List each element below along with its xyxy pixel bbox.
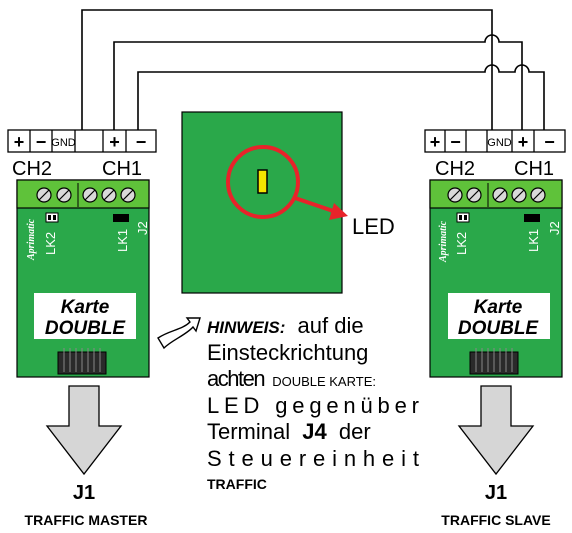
left-ch2-label: CH2 xyxy=(12,158,52,180)
right-card-title-1: Karte xyxy=(474,297,523,318)
right-terminal-plus-ch1: + xyxy=(518,132,529,152)
right-screw-terminals xyxy=(447,187,546,203)
left-terminal-minus-ch1: − xyxy=(136,132,147,152)
right-j1-label: J1 xyxy=(485,482,507,504)
right-card-title-2: DOUBLE xyxy=(458,318,540,339)
pointer-hand-icon xyxy=(157,317,201,350)
left-lk1-label: LK1 xyxy=(115,229,130,252)
wire-ch1-plus xyxy=(113,34,523,130)
left-card-assembly: + − GND + − CH2 CH1 Aprimatic LK2 LK1 xyxy=(7,129,157,378)
right-card-pcb xyxy=(429,179,563,378)
right-down-arrow-icon xyxy=(457,385,535,476)
left-card-title-1: Karte xyxy=(61,297,110,318)
left-j2-label: J2 xyxy=(135,221,150,235)
left-unit-label: TRAFFIC MASTER xyxy=(25,512,148,528)
note-line-7: TRAFFIC xyxy=(207,476,267,492)
right-card-assembly: + − GND + − CH2 CH1 Aprimatic LK2 LK1 J2 xyxy=(424,129,566,378)
left-lk2-label: LK2 xyxy=(43,232,58,255)
left-jumper-lk2 xyxy=(45,212,59,223)
wiring xyxy=(81,9,545,130)
right-terminal-plus-ch2: + xyxy=(430,132,441,152)
note-line-5: Terminal J4 der xyxy=(207,419,371,444)
center-card-pcb xyxy=(181,111,343,294)
right-jumper-lk2 xyxy=(456,212,470,223)
led-icon xyxy=(257,169,268,194)
right-terminal-minus-ch1: − xyxy=(544,132,555,152)
right-terminal-strip: + − GND + − xyxy=(424,129,566,153)
left-card-label-box xyxy=(34,293,136,339)
right-edge-connector xyxy=(469,348,519,375)
left-ch1-label: CH1 xyxy=(102,158,142,180)
right-terminal-gnd: GND xyxy=(487,137,512,149)
center-card-detail: LED xyxy=(181,111,395,294)
left-output-arrow: J1 TRAFFIC MASTER xyxy=(25,385,148,528)
note-line-3: achten DOUBLE KARTE: xyxy=(207,366,376,391)
note-line-4: LED gegenüber xyxy=(207,393,419,418)
right-output-arrow: J1 TRAFFIC SLAVE xyxy=(441,385,551,528)
left-card-title-2: DOUBLE xyxy=(45,318,127,339)
left-j1-label: J1 xyxy=(73,482,95,504)
led-pointer-line xyxy=(294,196,337,214)
right-lk2-label: LK2 xyxy=(454,232,469,255)
left-jumper-lk1 xyxy=(113,214,129,222)
right-ch2-label: CH2 xyxy=(435,158,475,180)
right-brand-logo: Aprimatic xyxy=(438,220,449,263)
left-edge-connector xyxy=(57,348,107,375)
led-label: LED xyxy=(352,214,395,239)
right-card-label-box xyxy=(448,293,550,339)
led-highlight-circle xyxy=(226,145,300,219)
left-screw-terminals xyxy=(36,187,136,203)
left-terminal-minus-ch2: − xyxy=(36,132,47,152)
left-terminal-plus-ch2: + xyxy=(14,132,25,152)
right-jumper-lk1 xyxy=(524,214,540,222)
wire-gnd xyxy=(81,9,493,130)
right-j2-label: J2 xyxy=(547,221,562,235)
left-terminal-plus-ch1: + xyxy=(109,132,120,152)
right-unit-label: TRAFFIC SLAVE xyxy=(441,512,550,528)
note-line-6: Steuereinheit xyxy=(207,446,419,471)
note-line-1: HINWEIS: auf die xyxy=(207,313,364,338)
right-ch1-label: CH1 xyxy=(514,158,554,180)
left-card-pcb xyxy=(16,179,150,378)
left-terminal-strip: + − GND + − xyxy=(7,129,157,153)
right-terminal-minus-ch2: − xyxy=(450,132,461,152)
note-line-2: Einsteckrichtung xyxy=(207,340,368,365)
wire-ch1-minus xyxy=(137,64,545,130)
left-terminal-gnd: GND xyxy=(51,137,76,149)
insertion-note: HINWEIS: auf die Einsteckrichtung achten… xyxy=(157,313,419,492)
right-lk1-label: LK1 xyxy=(526,229,541,252)
led-pointer-arrowhead xyxy=(329,203,348,220)
left-brand-logo: Aprimatic xyxy=(26,218,37,261)
left-down-arrow-icon xyxy=(45,385,123,476)
